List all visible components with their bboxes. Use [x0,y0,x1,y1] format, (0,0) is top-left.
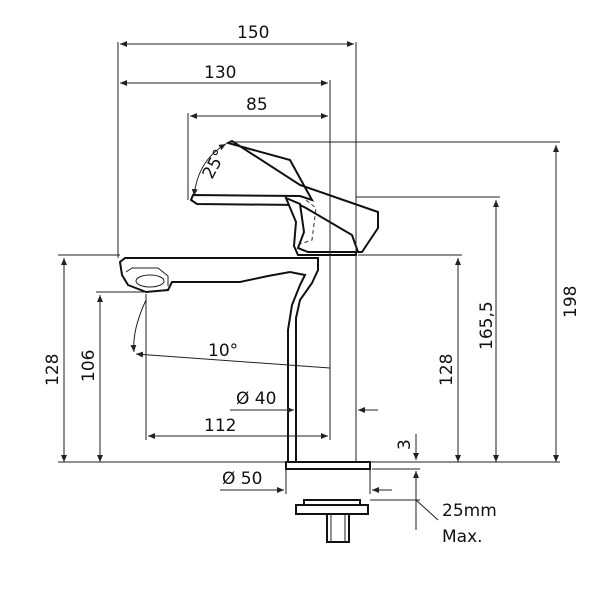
spout-body [118,257,319,463]
dimension-lines [58,41,560,530]
fixing-nut [326,513,350,543]
faucet-outline [118,139,379,543]
dim-spout-reach: 130 [204,63,236,83]
dim-outlet-height: 106 [79,350,99,382]
dim-spout-angle: 10° [208,341,238,361]
dim-lever-length: 85 [246,95,268,115]
lever-hidden-line [299,199,317,245]
aerator-icon [135,274,165,288]
dim-lever-height: 165,5 [477,301,497,350]
dim-spout-height-right: 128 [437,354,457,386]
fixing-washer [295,504,369,515]
dim-max-label: Max. [442,527,483,547]
dim-overall-height: 198 [561,286,581,318]
dim-body-diameter: Ø 40 [236,389,276,409]
spout-outlet [125,267,169,286]
dim-overall-width: 150 [237,23,269,43]
base-plate [285,461,371,470]
dim-max-deck: 25mm [442,501,497,521]
dim-lever-angle: 25° [199,146,231,182]
dimension-labels: 150 130 85 25° 198 165,5 128 128 106 10°… [43,23,581,547]
dim-spout-height-left: 128 [43,354,63,386]
dim-outlet-reach: 112 [204,416,236,436]
dim-base-thickness: 3 [395,439,415,450]
dim-base-diameter: Ø 50 [222,469,262,489]
